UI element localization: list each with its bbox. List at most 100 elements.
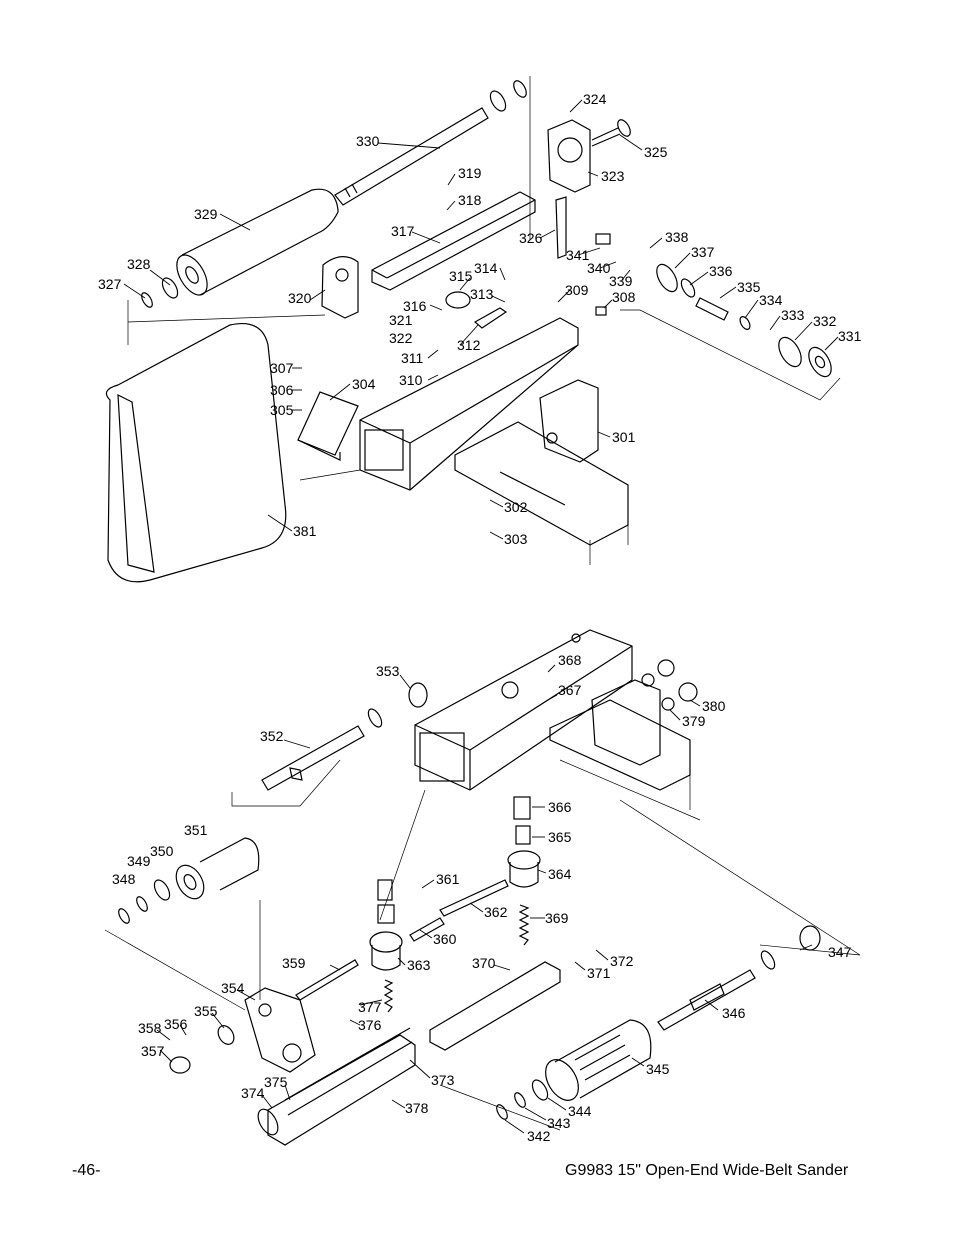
shaft-352-drawing [261,725,365,791]
part-label-381: 381 [293,523,317,539]
block-308-drawing [595,306,607,316]
knob-357-drawing [169,1056,191,1074]
gear-assembly-drawing [369,796,541,971]
part-label-357: 357 [141,1043,165,1059]
part-label-335: 335 [737,279,761,295]
roller-drawing [176,188,339,296]
part-label-314: 314 [474,260,498,276]
block-341-drawing [595,233,611,245]
rail-378-drawing [267,1034,416,1146]
pulley-set-drawing [656,263,832,378]
lower-leaders [156,664,813,1134]
part-label-318: 318 [458,192,482,208]
nut-380-drawing [678,682,698,702]
part-label-358: 358 [138,1020,162,1036]
part-label-326: 326 [519,230,543,246]
lower-assembly [104,629,861,1146]
part-label-332: 332 [813,313,837,329]
part-label-303: 303 [504,531,528,547]
part-label-344: 344 [568,1103,592,1119]
washer-379-drawing [661,697,675,711]
part-label-364: 364 [548,866,572,882]
part-label-351: 351 [184,822,208,838]
part-label-322: 322 [389,330,413,346]
part-label-337: 337 [691,244,715,260]
part-label-315: 315 [449,268,473,284]
part-label-340: 340 [587,260,611,276]
part-label-331: 331 [838,328,862,344]
part-label-370: 370 [472,955,496,971]
part-label-349: 349 [127,853,151,869]
ring-343-drawing [514,1092,526,1108]
part-label-355: 355 [194,1003,218,1019]
part-label-353: 353 [376,663,400,679]
adjust-shaft-drawing [555,196,567,259]
part-label-330: 330 [356,133,380,149]
part-label-366: 366 [548,799,572,815]
part-label-368: 368 [558,652,582,668]
upper-part-labels: 330 324 325 323 319 318 329 317 326 338 … [98,91,862,547]
part-label-359: 359 [282,955,306,971]
spring-369-drawing [518,904,530,946]
retaining-ring-327-drawing [141,292,153,308]
tension-block-drawing [547,119,591,193]
ring-348-drawing [118,908,130,924]
shaft-drawing [334,80,527,206]
upper-leaders [123,99,839,540]
part-label-360: 360 [433,931,457,947]
part-label-371: 371 [587,965,611,981]
part-label-328: 328 [127,256,151,272]
part-label-302: 302 [504,499,528,515]
base-plate-drawing [454,421,629,546]
part-label-317: 317 [391,223,415,239]
sanding-belt-inner-edge [117,393,155,573]
part-label-309: 309 [565,282,589,298]
spring-377-drawing [383,979,394,1013]
part-label-308: 308 [612,289,636,305]
rod-359-drawing [295,959,359,1001]
part-label-324: 324 [583,91,607,107]
bracket-304-drawing [297,391,359,456]
part-label-347: 347 [828,944,852,960]
drum-345-drawing [545,1019,652,1101]
part-label-319: 319 [458,165,482,181]
lower-part-labels: 368 353 367 380 379 352 366 351 365 350 … [112,652,852,1144]
end-bracket-drawing [244,987,316,1073]
ring-344-drawing [531,1079,549,1101]
part-label-361: 361 [436,871,460,887]
part-label-379: 379 [682,713,706,729]
bearing-328-drawing [161,277,179,299]
lower-housing-drawing [591,679,661,766]
part-label-312: 312 [457,337,481,353]
document-title: G9983 15" Open-End Wide-Belt Sander [565,1162,849,1179]
part-label-345: 345 [646,1061,670,1077]
explosion-outline-upper [127,76,841,565]
end-roller-374-drawing [257,1108,279,1136]
ring-349-drawing [136,896,148,912]
part-label-352: 352 [260,728,284,744]
part-label-325: 325 [644,144,668,160]
part-label-338: 338 [665,229,689,245]
part-label-374: 374 [241,1085,265,1101]
part-label-310: 310 [399,372,423,388]
part-label-375: 375 [264,1074,288,1090]
part-label-301: 301 [612,429,636,445]
part-label-341: 341 [566,247,590,263]
part-label-336: 336 [709,263,733,279]
part-label-343: 343 [547,1115,571,1131]
part-label-304: 304 [352,376,376,392]
part-label-316: 316 [403,298,427,314]
ring-342-drawing [496,1104,508,1120]
part-label-307: 307 [270,360,294,376]
plate-312-drawing [473,307,508,329]
part-label-334: 334 [759,292,783,308]
part-label-356: 356 [164,1016,188,1032]
part-label-327: 327 [98,276,122,292]
knob-315-drawing [445,291,471,309]
pillow-block-drawing [321,256,359,319]
part-label-365: 365 [548,829,572,845]
part-label-329: 329 [194,206,218,222]
part-label-339: 339 [609,273,633,289]
part-label-354: 354 [221,980,245,996]
